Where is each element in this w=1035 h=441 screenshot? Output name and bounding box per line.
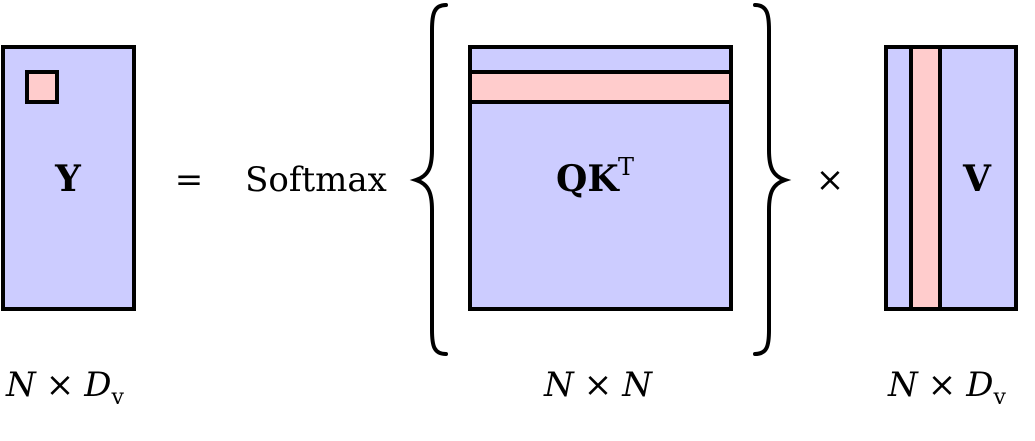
matrix-qk-dims-times: × <box>584 365 613 405</box>
times-sign: × <box>816 160 845 200</box>
matrix-y-dims-sub: v <box>111 385 125 410</box>
matrix-qk-row-highlight <box>468 70 733 104</box>
matrix-y: Y <box>1 45 136 311</box>
matrix-v-column-highlight <box>909 45 942 311</box>
matrix-v-dims-times: × <box>928 365 957 405</box>
matrix-qk-label-k: K <box>587 158 620 200</box>
matrix-v-dims-left: N <box>887 365 919 405</box>
matrix-y-box <box>1 45 136 311</box>
matrix-v-box <box>884 45 1018 311</box>
matrix-v-dims-sub: v <box>993 385 1007 410</box>
matrix-qk-dims-right: N <box>621 365 653 405</box>
matrix-y-dims-times: × <box>46 365 75 405</box>
right-brace <box>753 3 792 356</box>
matrix-y-element-highlight <box>25 70 59 104</box>
left-brace <box>409 3 448 356</box>
matrix-y-dims-right: D <box>83 365 111 405</box>
equals-sign: = <box>175 160 204 200</box>
matrix-qk-dims-left: N <box>543 365 575 405</box>
matrix-qk: QK T <box>468 45 733 311</box>
matrix-qk-superscript: T <box>618 153 634 181</box>
matrix-v-label: V <box>962 158 992 200</box>
matrix-y-dims-left: N <box>5 365 37 405</box>
matrix-v-dims: N×Dv <box>887 365 1007 410</box>
matrix-qk-label: QK <box>556 158 620 200</box>
matrix-v-dims-right: D <box>965 365 993 405</box>
softmax-label: Softmax <box>245 160 387 200</box>
matrix-v: V <box>884 45 1018 311</box>
matrix-qk-dims: N×N <box>543 365 653 405</box>
matrix-y-dims: N×Dv <box>5 365 125 410</box>
matrix-qk-label-q: Q <box>556 158 587 200</box>
matrix-y-label: Y <box>54 158 82 200</box>
